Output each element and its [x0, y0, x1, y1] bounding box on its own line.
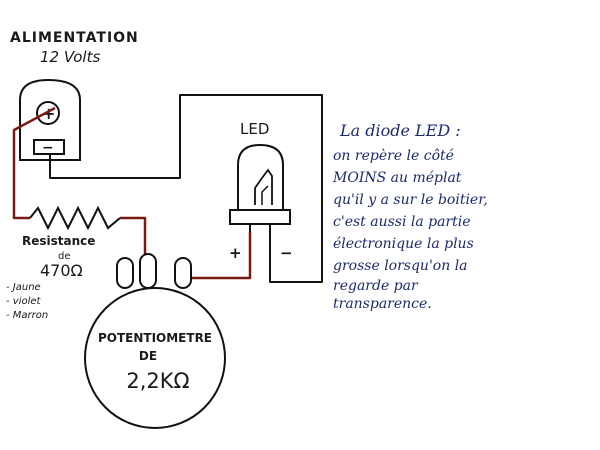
led-label: LED: [240, 120, 269, 138]
positive-wire: [12, 106, 56, 220]
led-note: La diode LED : on repère le côté MOINS a…: [332, 121, 488, 312]
negative-wire: [49, 94, 323, 283]
note-line-9: transparence.: [333, 296, 432, 312]
resistor-to-pot-wire: [120, 216, 147, 262]
power-supply: ALIMENTATION 12 Volts + −: [10, 30, 139, 161]
pot-pin-middle: [139, 253, 157, 289]
note-line-3: MOINS au méplat: [332, 170, 462, 186]
pot-pin-right: [174, 257, 192, 289]
plus-terminal-icon: [36, 101, 60, 125]
resistor-label-de: de: [58, 251, 71, 262]
note-line-7: grosse lorsqu'on la: [333, 258, 468, 274]
power-supply-title: ALIMENTATION: [10, 30, 139, 46]
led: LED + −: [229, 120, 293, 262]
note-line-2: on repère le côté: [333, 148, 454, 164]
potentiometer: POTENTIOMETRE DE 2,2KΩ: [84, 253, 226, 429]
resistor-value: 470Ω: [40, 261, 83, 280]
led-minus-sign: −: [280, 244, 293, 262]
minus-terminal-symbol: −: [42, 140, 54, 156]
power-supply-voltage: 12 Volts: [40, 48, 100, 66]
led-plus-sign: +: [229, 244, 242, 262]
pot-value: 2,2KΩ: [126, 369, 189, 393]
power-supply-body: [19, 78, 81, 161]
led-anode-post-icon: [261, 185, 269, 205]
led-base-icon: [229, 209, 291, 225]
resistor: Resistance de 470Ω - Jaune - violet - Ma…: [6, 205, 121, 321]
resistor-label: Resistance: [22, 234, 95, 248]
note-line-6: électronique la plus: [333, 236, 474, 252]
pot-label-line2: DE: [139, 349, 157, 363]
pot-to-led-wire: [185, 232, 252, 280]
note-line-1: La diode LED :: [339, 121, 461, 140]
led-cathode-plate-icon: [254, 168, 273, 205]
band-color-3: - Marron: [6, 310, 48, 321]
pot-pin-left: [116, 257, 134, 289]
note-line-4: qu'il y a sur le boitier,: [333, 192, 488, 208]
led-dome-icon: [237, 143, 284, 211]
note-line-8: regarde par: [333, 278, 419, 294]
pot-body-icon: [84, 287, 226, 429]
resistor-zigzag-icon: [29, 205, 121, 231]
band-color-1: - Jaune: [6, 282, 41, 293]
band-color-2: - violet: [6, 296, 42, 307]
pot-label-line1: POTENTIOMETRE: [98, 331, 212, 345]
wires: [12, 94, 323, 283]
note-line-5: c'est aussi la partie: [333, 214, 471, 230]
